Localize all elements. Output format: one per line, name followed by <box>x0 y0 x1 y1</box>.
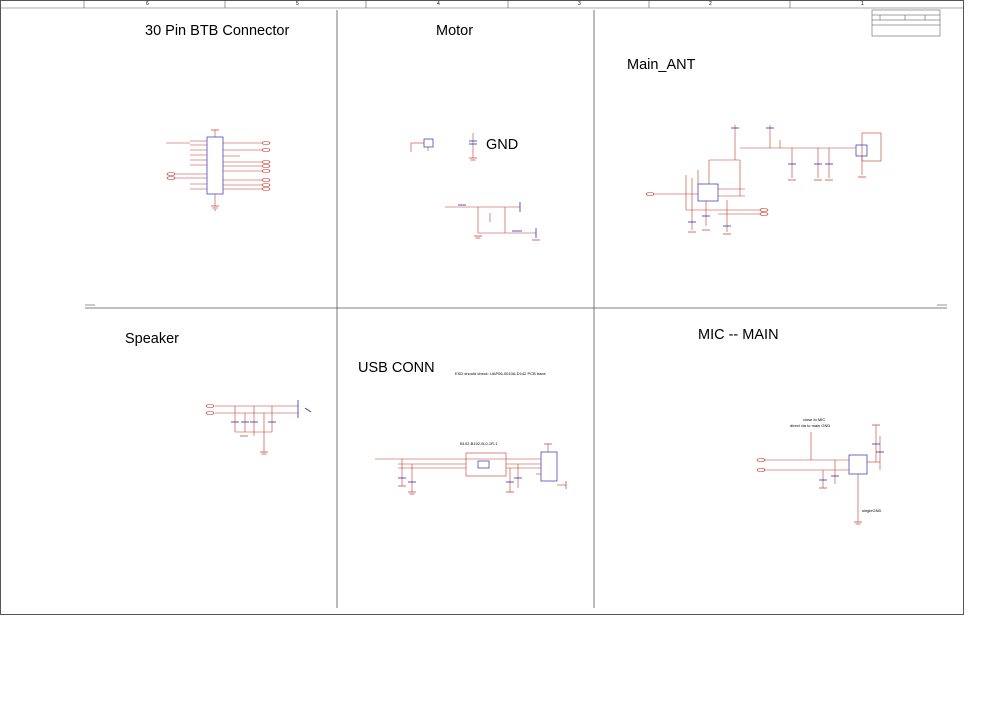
zone-label-3: 3 <box>578 1 581 7</box>
motor-symbol <box>423 138 434 148</box>
title-block <box>871 9 941 37</box>
usb-part-note: B102-B102-B-0-1R-1 <box>460 441 498 446</box>
mic-close-note: close to MIC <box>803 417 826 422</box>
zone-label-6: 6 <box>146 1 149 7</box>
section-title-usb-conn: USB CONN <box>358 360 435 376</box>
usb-circuit <box>375 443 567 495</box>
section-title-main-ant: Main_ANT <box>627 57 696 73</box>
usb-esd-note: ESD should check: UAP06-0010A-D142 PCB t… <box>455 371 546 376</box>
main-antenna-circuit <box>645 125 882 235</box>
section-title-gnd: GND <box>486 137 519 153</box>
zone-label-4: 4 <box>437 1 440 7</box>
zone-label-5: 5 <box>296 1 299 7</box>
mic-single-gnd-note: singleGND <box>862 508 882 513</box>
usb-connector-body <box>540 451 558 482</box>
zone-ticks <box>83 0 791 8</box>
mic-circuit <box>756 424 884 525</box>
zone-label-2: 2 <box>709 1 712 7</box>
section-title-speaker: Speaker <box>125 331 180 347</box>
speaker-circuit <box>205 400 312 455</box>
antenna-switch <box>855 144 868 157</box>
usb-esd-box <box>465 452 507 477</box>
mic-ic <box>848 454 868 475</box>
antenna-feed-box <box>861 132 882 162</box>
section-title-mic-main: MIC -- MAIN <box>698 327 779 343</box>
motor-circuit <box>410 133 540 241</box>
usb-chip <box>477 460 490 469</box>
mic-direct-note: direct via to main GND <box>790 423 831 428</box>
btb-connector-circuit <box>166 129 271 211</box>
btb-connector-body <box>206 136 224 195</box>
section-title-btb-connector: 30 Pin BTB Connector <box>145 23 290 39</box>
rf-ic <box>697 183 719 202</box>
section-title-motor: Motor <box>436 23 474 39</box>
zone-label-1: 1 <box>861 1 864 7</box>
sheet-border <box>0 0 964 615</box>
